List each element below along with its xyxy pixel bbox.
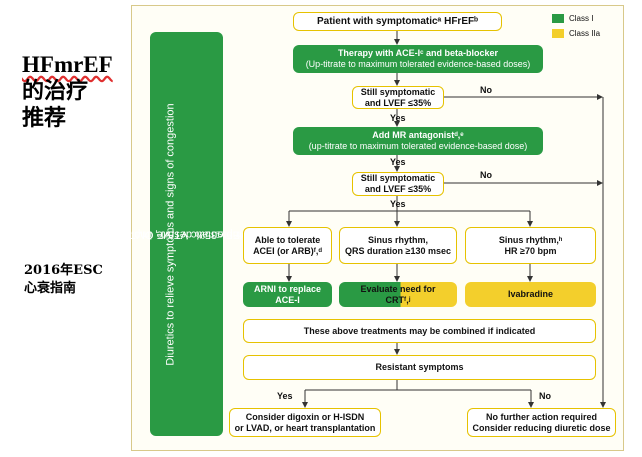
node-sinus-hr: Sinus rhythm,ʰ HR ≥70 bpm	[465, 227, 596, 264]
node-digoxin-line1: Consider digoxin or H-ISDN	[245, 411, 365, 422]
node-q1-line2: and LVEF ≤35%	[364, 97, 432, 108]
title-cn-line1: 的治疗	[22, 78, 89, 104]
label-yes-2: Yes	[390, 157, 406, 167]
node-arni: ARNI to replace ACE-I	[243, 282, 332, 307]
node-q1-line1: Still symptomatic	[360, 86, 436, 97]
node-crt-line2: CRTᶠ,ʲ	[385, 294, 411, 305]
label-yes-1: Yes	[390, 113, 406, 123]
node-hr-line1: Sinus rhythm,ʰ	[498, 234, 563, 245]
node-no-further: No further action required Consider redu…	[467, 408, 616, 437]
node-nofurther-line1: No further action required	[485, 411, 597, 422]
label-no-3: No	[539, 391, 551, 401]
source-note: 2016年ESC 心衰指南	[24, 262, 124, 298]
node-acei-line1: Able to tolerate	[254, 234, 321, 245]
node-digoxin-line2: or LVAD, or heart transplantation	[234, 422, 376, 433]
node-acei-line2: ACEI (or ARB)ᶠ,ᵈ	[253, 245, 322, 256]
node-patient-symptomatic: Patient with symptomaticᵃ HFrEFᵇ	[293, 12, 502, 31]
node-mra-title: Add MR antagonistᵈ,ᵉ	[372, 130, 464, 140]
icd-bar: If LVEF ≤35% despite OMT or a history of…	[95, 32, 323, 436]
node-add-mra: Add MR antagonistᵈ,ᵉ (up-titrate to maxi…	[293, 127, 543, 155]
label-yes-4: Yes	[277, 391, 293, 401]
node-sinus-qrs: Sinus rhythm, QRS duration ≥130 msec	[339, 227, 457, 264]
node-resistant: Resistant symptoms	[243, 355, 596, 380]
label-no-2: No	[480, 170, 492, 180]
node-arni-line2: ACE-I	[275, 294, 300, 305]
node-therapy-sub: (Up-titrate to maximum tolerated evidenc…	[305, 59, 531, 69]
legend-class-iia: Class IIa	[569, 29, 601, 38]
node-still-symptomatic-2: Still symptomatic and LVEF ≤35%	[352, 172, 444, 196]
source-line2: 心衰指南	[24, 281, 77, 296]
node-patient-text: Patient with symptomaticᵃ HFrEFᵇ	[316, 16, 479, 27]
slide-title: HFmrEF 的治疗 推荐	[22, 52, 132, 132]
node-q2-line2: and LVEF ≤35%	[364, 184, 432, 194]
label-no-1: No	[480, 85, 492, 95]
node-arni-line1: ARNI to replace	[253, 283, 322, 294]
node-digoxin: Consider digoxin or H-ISDN or LVAD, or h…	[229, 408, 381, 437]
title-hfmref: HFmrEF	[22, 52, 113, 77]
source-line1: 2016年ESC	[24, 263, 103, 278]
legend-swatch-class-i	[552, 14, 564, 23]
title-cn-line2: 推荐	[22, 105, 67, 131]
node-sinus-line1: Sinus rhythm,	[367, 234, 428, 245]
legend-class-i: Class I	[569, 14, 594, 23]
node-still-symptomatic-1: Still symptomatic and LVEF ≤35%	[352, 86, 444, 109]
legend-swatch-class-iia	[552, 29, 564, 38]
node-therapy-acei-bb: Therapy with ACE-Iᶜ and beta-blocker (Up…	[293, 45, 543, 73]
node-able-tolerate-acei: Able to tolerate ACEI (or ARB)ᶠ,ᵈ	[243, 227, 332, 264]
node-combined-text: These above treatments may be combined i…	[303, 325, 536, 336]
label-yes-3: Yes	[390, 199, 406, 209]
node-mra-sub: (up-titrate to maximum tolerated evidenc…	[308, 141, 528, 151]
node-resistant-text: Resistant symptoms	[375, 362, 464, 372]
node-ivab-text: Ivabradine	[507, 289, 554, 299]
node-ivabradine: Ivabradine	[465, 282, 596, 307]
node-sinus-line2: QRS duration ≥130 msec	[345, 245, 451, 256]
node-hr-line2: HR ≥70 bpm	[504, 245, 557, 256]
node-evaluate-crt: Evaluate need for CRTᶠ,ʲ	[339, 282, 457, 307]
node-nofurther-line2: Consider reducing diuretic dose	[472, 422, 611, 433]
node-combined: These above treatments may be combined i…	[243, 319, 596, 343]
node-q2-line1: Still symptomatic	[360, 173, 436, 183]
node-crt-line1: Evaluate need for	[360, 283, 436, 294]
node-therapy-title: Therapy with ACE-Iᶜ and beta-blocker	[337, 48, 499, 58]
